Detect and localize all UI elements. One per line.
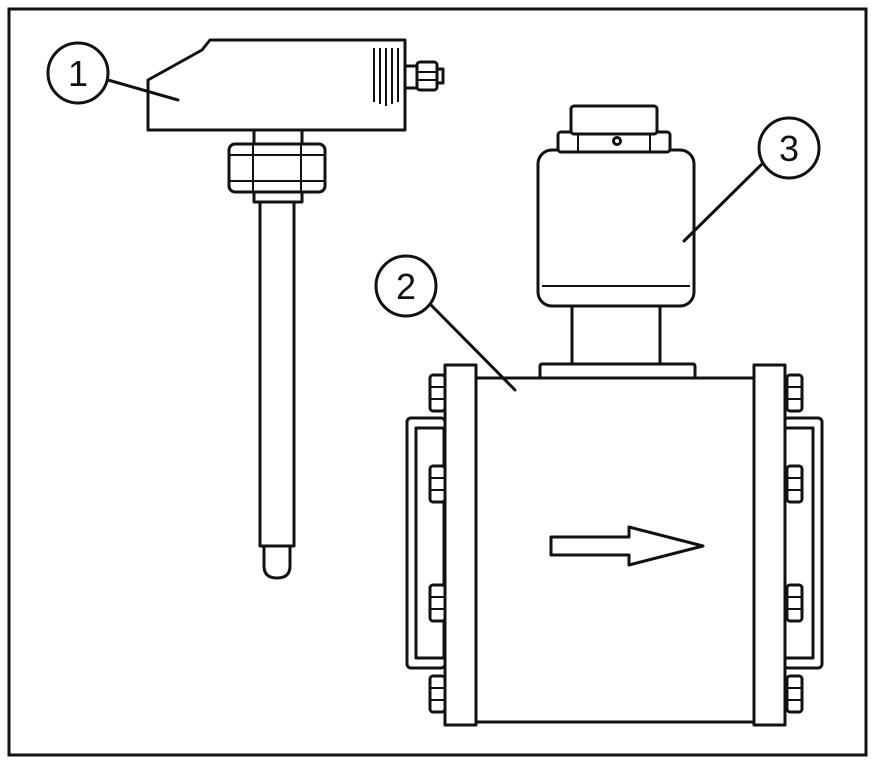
left-bolts	[428, 373, 447, 714]
callout-2: 2	[374, 254, 517, 392]
callout-label-3: 3	[779, 128, 799, 169]
arrow-right-icon	[549, 525, 705, 567]
left-pipe-stub	[405, 416, 447, 670]
sensor-connector	[403, 60, 445, 92]
transmitter-head	[536, 104, 697, 380]
sensor-neck	[252, 128, 304, 146]
right-bolts	[785, 373, 804, 714]
callout-1: 1	[46, 41, 180, 105]
right-flange	[752, 363, 787, 727]
callout-label-2: 2	[396, 266, 416, 307]
transmitter-housing	[536, 148, 696, 308]
transmitter-base-plate	[538, 362, 697, 380]
sensor-probe	[258, 200, 296, 548]
sensor-hex-nut	[227, 142, 327, 194]
flow-meter-body	[405, 363, 824, 727]
right-pipe-stub	[782, 416, 824, 670]
sensor-probe-tip	[262, 544, 292, 580]
callout-label-1: 1	[68, 53, 88, 94]
sensor-grille	[373, 48, 399, 106]
sensor-housing	[146, 38, 407, 132]
callout-3: 3	[682, 116, 821, 243]
transmitter-neck	[570, 304, 662, 366]
insertion-sensor	[146, 38, 445, 580]
left-flange	[443, 363, 478, 727]
transmitter-cap	[556, 104, 672, 154]
